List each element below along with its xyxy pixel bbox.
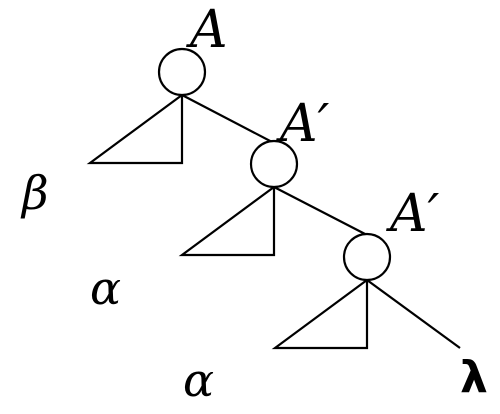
subtree-label-alpha-1: α [90, 261, 122, 315]
edge-node3-to-leaf [366, 279, 461, 349]
subtree-triangle-beta [86, 92, 184, 165]
node-label-2: A′ [280, 94, 330, 154]
node-circle-2 [249, 139, 299, 189]
edge-node2-to-node3 [273, 186, 368, 236]
node-circle-3 [342, 232, 392, 282]
node-label-root: A [190, 0, 228, 60]
subtree-label-beta: β [22, 166, 49, 220]
subtree-triangle-alpha-1 [178, 184, 276, 257]
subtree-triangle-alpha-2 [271, 277, 369, 350]
edge-root-to-node2 [181, 94, 275, 144]
leaf-label-lambda: λ [460, 352, 488, 403]
node-label-3: A′ [390, 184, 440, 244]
node-circle-root [157, 47, 207, 97]
subtree-label-alpha-2: α [183, 353, 215, 407]
